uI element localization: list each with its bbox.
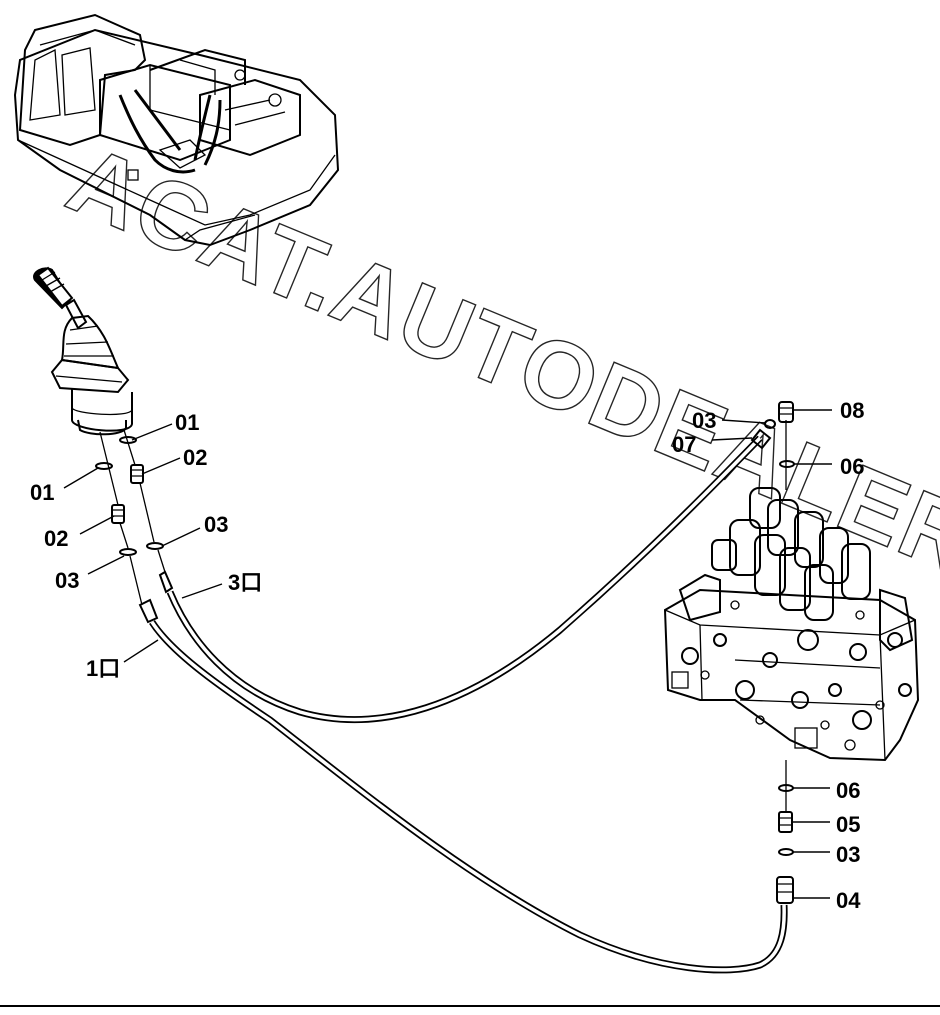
excavator-illustration	[13, 13, 340, 247]
o-ring-03-right	[146, 542, 164, 550]
adapter-05	[778, 811, 793, 833]
label-06-bottom: 06	[836, 778, 860, 803]
o-ring-03-left	[119, 548, 137, 556]
label-03-right: 03	[204, 512, 228, 537]
label-06-top: 06	[840, 454, 864, 479]
label-port-1: 1口	[86, 656, 120, 681]
valve-ports	[671, 600, 912, 751]
o-ring-03-bottom	[778, 848, 794, 856]
label-05: 05	[836, 812, 860, 837]
pilot-valve-joystick	[33, 266, 133, 436]
part-labels: 01 02 01 02 03 03 3口 1口 03 07 08 06 06 0…	[30, 398, 864, 913]
label-03-top: 03	[692, 408, 716, 433]
label-01-lower: 01	[30, 480, 54, 505]
leader-lines	[63, 409, 832, 899]
valve-spool-caps	[711, 487, 871, 621]
label-02-lower: 02	[44, 526, 68, 551]
label-03-left: 03	[55, 568, 79, 593]
elbow-08	[778, 401, 794, 423]
label-04: 04	[836, 888, 861, 913]
label-02-upper: 02	[183, 445, 207, 470]
label-07: 07	[672, 432, 696, 457]
left-fittings	[95, 429, 166, 606]
adapter-02-right	[130, 464, 144, 484]
label-port-3: 3口	[228, 570, 262, 595]
control-valve	[663, 487, 920, 762]
adapter-02-left	[111, 504, 125, 524]
o-ring-03-top	[764, 419, 776, 429]
o-ring-01-left	[95, 462, 113, 470]
watermark: ACAT.AUTODEALER.RU	[53, 125, 940, 662]
label-01-upper: 01	[175, 410, 199, 435]
hose-port-1	[138, 598, 788, 974]
label-08: 08	[840, 398, 864, 423]
hose-fitting-04	[776, 876, 794, 904]
hoses	[138, 428, 788, 974]
hose-port-3	[158, 428, 772, 724]
watermark-text: ACAT.AUTODEALER.RU	[54, 126, 940, 662]
label-03-bottom: 03	[836, 842, 860, 867]
